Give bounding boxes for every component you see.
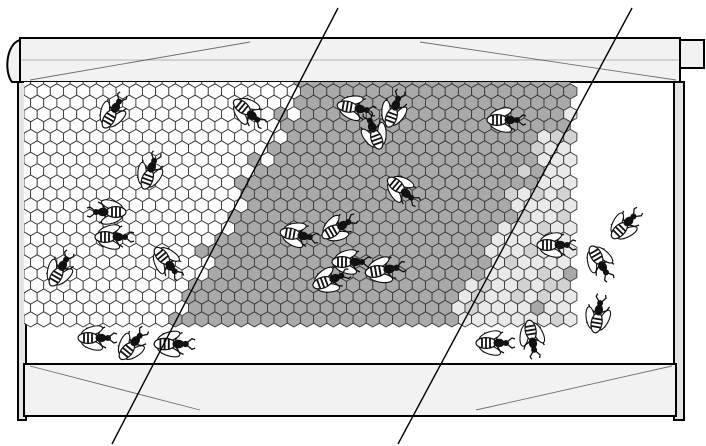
honeycomb-cell — [484, 311, 499, 328]
honeycomb-cell — [392, 311, 407, 328]
bee — [380, 88, 408, 128]
bee — [98, 91, 128, 129]
frame — [6, 37, 705, 421]
honeycomb-cell — [536, 311, 551, 328]
honeycomb-cell — [313, 311, 328, 328]
honeycomb-cell — [247, 311, 262, 328]
bee — [117, 325, 150, 361]
bottom-bar — [23, 363, 677, 417]
top-bar-lug-right — [679, 39, 705, 69]
honeycomb-cell — [273, 311, 288, 328]
honeycomb-cell — [378, 311, 394, 328]
honeycomb-cell — [431, 311, 446, 328]
bee — [336, 95, 377, 122]
honeycomb-cell — [207, 311, 222, 328]
honeycomb-cell — [142, 311, 157, 328]
honeycomb-cell — [63, 311, 78, 328]
honeycomb-cell — [299, 311, 315, 328]
honeycomb-cell — [471, 311, 486, 328]
bee — [232, 97, 268, 130]
bee — [386, 175, 422, 208]
honeycomb-cell — [128, 311, 143, 328]
honeycomb-cell — [234, 311, 249, 328]
bee — [45, 249, 75, 287]
honeycomb-cell — [444, 311, 459, 328]
honeycomb-cell — [339, 311, 354, 328]
bee — [77, 325, 118, 351]
honeycomb-cell — [326, 311, 341, 328]
bee — [585, 293, 612, 334]
bee — [360, 110, 387, 150]
honeycomb-cell — [418, 311, 433, 328]
bee — [486, 107, 527, 133]
side-bar-right — [673, 81, 685, 421]
bee — [136, 150, 164, 190]
honeycomb-cell — [194, 311, 209, 328]
pointer-line-left — [111, 7, 339, 445]
honeycomb-cell — [286, 311, 301, 328]
pointer-line-right — [397, 7, 633, 445]
bee — [536, 232, 577, 258]
bee — [519, 319, 546, 360]
honeycomb-cell — [24, 311, 38, 328]
honeycomb-cell — [563, 311, 578, 328]
honeycomb-cell — [221, 311, 236, 328]
honeycomb-cell — [76, 311, 91, 328]
honeycomb-cell — [550, 311, 565, 328]
bee — [475, 330, 516, 356]
honeycomb-cell — [181, 311, 196, 328]
bees — [45, 88, 644, 361]
bee — [279, 222, 320, 249]
bee — [152, 246, 185, 282]
honeycomb-cell — [36, 311, 51, 328]
bee — [94, 224, 135, 250]
honeycomb-cell — [155, 311, 170, 328]
honeycomb-cell — [115, 311, 130, 328]
honeycomb-cell — [497, 311, 512, 328]
bee — [321, 213, 359, 242]
frame-guides — [29, 41, 677, 411]
honeycomb-cell — [405, 311, 420, 328]
honeycomb-cell — [260, 311, 275, 328]
zone-pointer-lines — [111, 7, 633, 445]
honeycomb-cell — [89, 311, 104, 328]
honeycomb-cell — [49, 311, 64, 328]
bee — [586, 245, 615, 283]
bee — [610, 206, 644, 240]
bee — [86, 199, 127, 225]
honeycomb-cell — [510, 311, 525, 328]
honeycomb-cell — [352, 311, 367, 328]
bee — [153, 330, 196, 358]
bee — [312, 266, 352, 293]
bee — [364, 256, 407, 284]
honeycomb-cell — [365, 311, 380, 328]
honeycomb-cell — [102, 311, 117, 328]
